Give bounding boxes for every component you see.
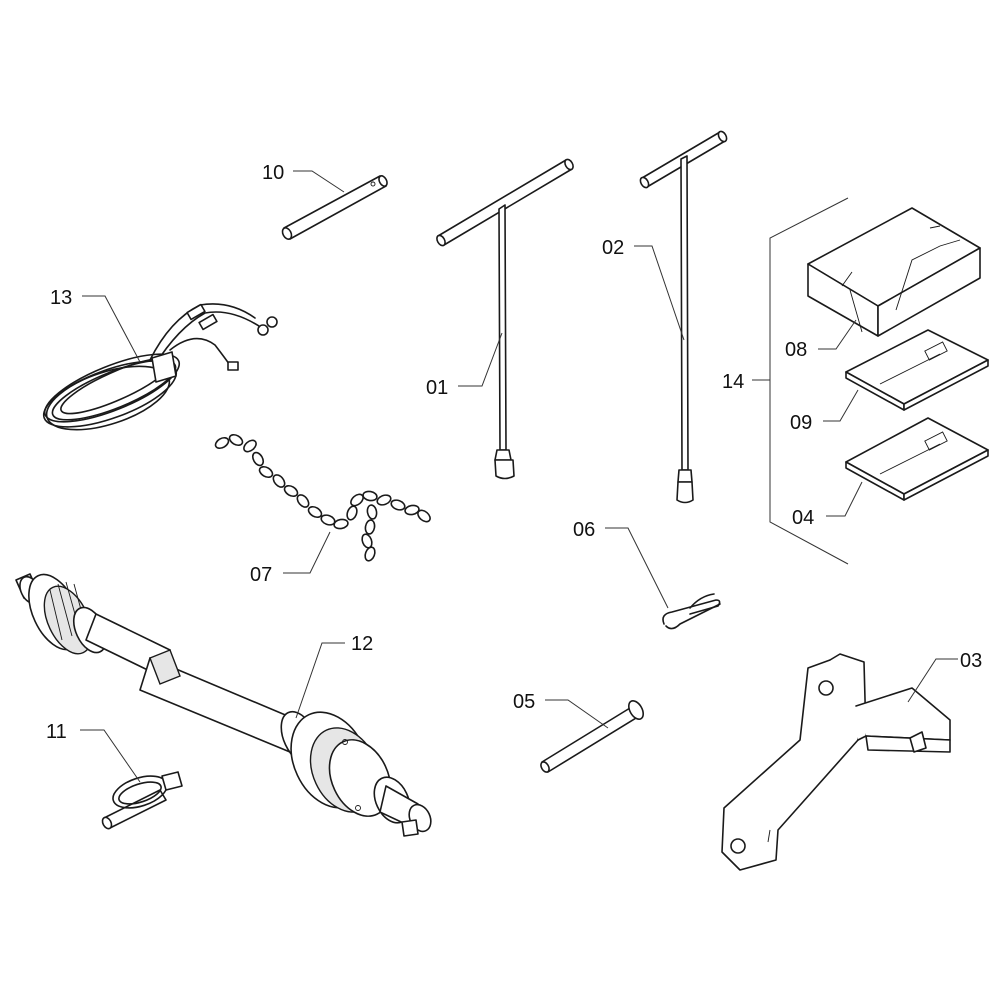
part-12-drive-shaft[interactable]	[15, 566, 435, 837]
svg-text:02: 02	[602, 237, 624, 259]
callout-13: 13	[50, 287, 141, 363]
part-03-bracket[interactable]	[721, 653, 951, 871]
part-01-t-wrench[interactable]	[435, 158, 575, 480]
svg-text:11: 11	[46, 721, 67, 743]
svg-text:04: 04	[792, 507, 814, 529]
part-13-wiring-harness[interactable]	[36, 303, 278, 443]
callout-07: 07	[250, 531, 331, 586]
svg-text:08: 08	[785, 339, 807, 361]
part-10-pin[interactable]	[281, 175, 389, 241]
callout-11: 11	[46, 721, 141, 783]
svg-text:07: 07	[250, 564, 272, 586]
part-04-manual[interactable]	[845, 417, 989, 501]
part-05-pin[interactable]	[539, 698, 646, 773]
callout-05: 05	[513, 691, 609, 729]
part-06-r-clip[interactable]	[662, 593, 721, 630]
callout-04: 04	[792, 481, 863, 529]
callout-01: 01	[426, 332, 503, 399]
svg-text:01: 01	[426, 377, 448, 399]
callout-08: 08	[785, 319, 857, 361]
part-07-chain[interactable]	[214, 433, 433, 563]
part-09-manual[interactable]	[845, 329, 989, 411]
part-02-t-wrench[interactable]	[639, 130, 729, 504]
svg-text:03: 03	[960, 650, 982, 672]
callout-02: 02	[602, 237, 685, 341]
svg-text:13: 13	[50, 287, 72, 309]
svg-text:10: 10	[262, 162, 284, 184]
svg-text:14: 14	[722, 371, 744, 393]
part-11-lynch-pin[interactable]	[101, 770, 183, 830]
svg-text:06: 06	[573, 519, 595, 541]
svg-text:12: 12	[351, 633, 373, 655]
part-08-package[interactable]	[807, 207, 981, 337]
callout-10: 10	[262, 162, 345, 193]
callout-12: 12	[295, 633, 373, 719]
callout-06: 06	[573, 519, 669, 609]
callout-03: 03	[907, 650, 982, 703]
callout-14: 14	[722, 371, 744, 393]
svg-text:05: 05	[513, 691, 535, 713]
svg-text:09: 09	[790, 412, 812, 434]
callout-09: 09	[790, 389, 859, 434]
group-14-bracket-lines	[752, 197, 849, 565]
